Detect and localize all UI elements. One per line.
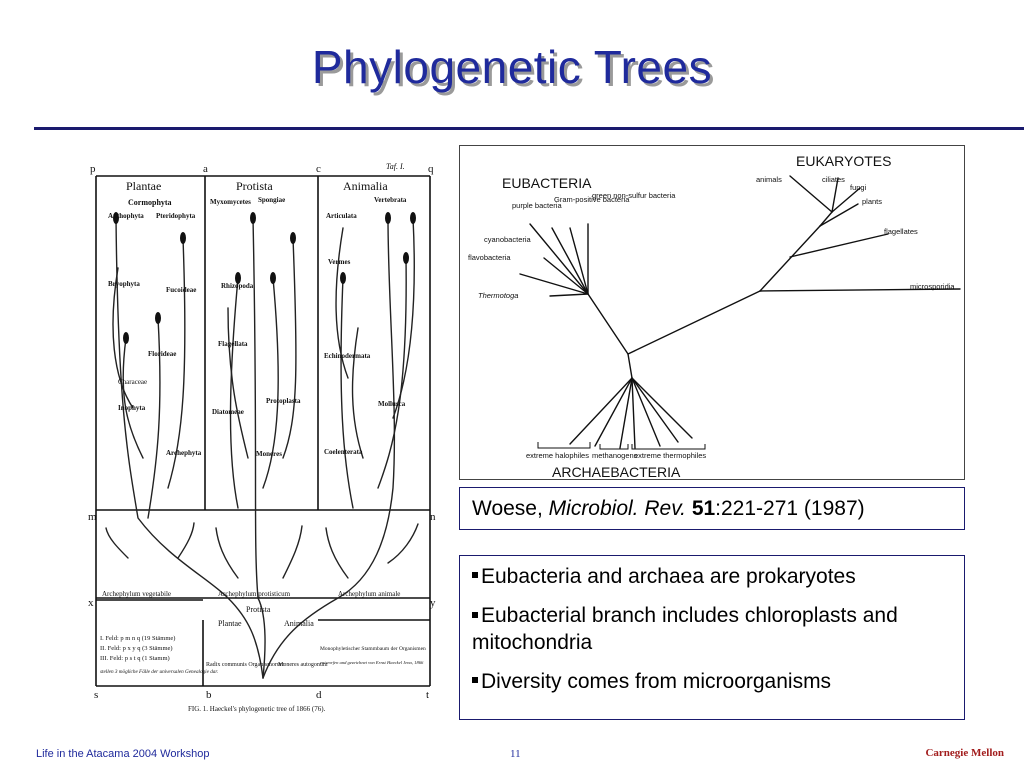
haeckel-caption: FIG. 1. Haeckel's phylogenetic tree of 1… — [188, 705, 326, 713]
bullet-item: Diversity comes from microorganisms — [472, 669, 954, 695]
haeckel-group-characeae: Characeae — [118, 378, 147, 386]
haeckel-kingdom-animalia: Animalia — [343, 179, 388, 193]
haeckel-kingdom-protista: Protista — [236, 179, 273, 193]
haeckel-corner-d: d — [316, 689, 322, 701]
haeckel-corner-a: a — [203, 163, 208, 175]
woese-taxon-methanogens: methanogens — [592, 451, 638, 460]
woese-taxon-thermotoga: Thermotoga — [478, 291, 518, 300]
haeckel-group-bryophyta: Bryophyta — [108, 280, 140, 288]
haeckel-lower-plantae: Plantae — [218, 619, 242, 628]
bullet-item: Eubacteria and archaea are prokaryotes — [472, 564, 954, 590]
haeckel-corner-q: q — [428, 163, 434, 175]
haeckel-legend-line-1: I. Feld: p m n q (19 Stämme) — [100, 635, 175, 642]
haeckel-radix: Radix communis Organismorum — [206, 662, 285, 668]
bullet-item: Eubacterial branch includes chloroplasts… — [472, 603, 954, 656]
citation-volume: 51 — [691, 497, 716, 520]
haeckel-lower-animalia: Animalia — [284, 619, 314, 628]
haeckel-group-myxomycetes: Myxomycetes — [210, 198, 251, 206]
haeckel-tafel: Taf. I. — [386, 162, 405, 171]
woese-taxon-green-non-sulfur: green non-sulfur bacteria — [592, 191, 676, 200]
haeckel-moneres-root: Moneres autogonum — [278, 662, 328, 668]
haeckel-group-diatomeae: Diatomeae — [212, 408, 244, 416]
woese-taxon-cyanobacteria: cyanobacteria — [484, 235, 532, 244]
haeckel-corner-x: x — [88, 597, 94, 609]
bullet-text: Eubacteria and archaea are prokaryotes — [481, 565, 856, 588]
citation-author: Woese, — [472, 497, 549, 520]
haeckel-group-vermes: Vermes — [328, 258, 351, 266]
haeckel-tree-figure: p a c q m n x y s b d t Taf. I. Plantae … — [88, 162, 436, 713]
haeckel-corner-t: t — [426, 689, 429, 701]
haeckel-lower-protista: Protista — [246, 605, 271, 614]
woese-domain-eubacteria: EUBACTERIA — [502, 175, 592, 191]
haeckel-mono-title: Monophyletischer Stammbaum der Organisme… — [320, 646, 426, 652]
haeckel-legend-note: stellen 3 mögliche Fälle der universalen… — [100, 669, 218, 675]
footer-institution: Carnegie Mellon — [925, 747, 1004, 759]
citation-pages: :221-271 (1987) — [715, 497, 865, 520]
woese-taxon-flagellates: flagellates — [884, 227, 918, 236]
haeckel-group-spongiae: Spongiae — [258, 196, 285, 204]
square-bullet-icon — [472, 572, 478, 579]
haeckel-group-moneres: Moneres — [256, 450, 282, 458]
square-bullet-icon — [472, 677, 478, 684]
citation-box: Woese, Microbiol. Rev. 51:221-271 (1987) — [459, 487, 965, 530]
woese-taxon-gram-positive: Gram-positive bacteria — [554, 195, 630, 204]
haeckel-group-pteridophyta: Pteridophyta — [156, 212, 196, 220]
haeckel-kingdom-plantae: Plantae — [126, 179, 161, 193]
square-bullet-icon — [472, 611, 478, 618]
footer-page-number: 11 — [510, 748, 521, 760]
haeckel-group-echinodermata: Echinodermata — [324, 352, 371, 360]
bullet-text: Eubacterial branch includes chloroplasts… — [472, 604, 898, 654]
woese-tree-figure: EUBACTERIA EUKARYOTES ARCHAEBACTERIA pur… — [459, 145, 965, 480]
bullet-text: Diversity comes from microorganisms — [481, 669, 832, 693]
haeckel-legend-line-2: II. Feld: p x y q (3 Stämme) — [100, 645, 173, 652]
woese-taxon-animals: animals — [756, 175, 782, 184]
haeckel-group-rhizopoda: Rhizopoda — [221, 282, 254, 290]
haeckel-group-anthophyta: Anthophyta — [108, 212, 144, 220]
haeckel-mono-author: entworfen und gezeichnet von Ernst Haeck… — [320, 660, 424, 666]
haeckel-group-vertebrata: Vertebrata — [374, 196, 407, 204]
slide-title: Phylogenetic Trees — [311, 41, 713, 93]
haeckel-group-archephyta: Archephyta — [166, 449, 202, 457]
woese-taxon-microsporidia: microsporidia — [910, 282, 955, 291]
haeckel-group-florideae: Florideae — [148, 350, 176, 358]
woese-taxon-plants: plants — [862, 197, 882, 206]
haeckel-group-protoplasta: Protoplasta — [266, 397, 301, 405]
woese-taxon-flavobacteria: flavobacteria — [468, 253, 511, 262]
haeckel-stem-vegetabile: Archephylum vegetabile — [102, 590, 171, 598]
haeckel-corner-b: b — [206, 689, 212, 701]
haeckel-corner-c: c — [316, 163, 321, 175]
woese-domain-archaebacteria: ARCHAEBACTERIA — [552, 464, 681, 479]
haeckel-group-mollusca: Mollusca — [378, 400, 406, 408]
woese-taxon-extreme-halophiles: extreme halophiles — [526, 451, 589, 460]
haeckel-corner-m: m — [88, 511, 97, 523]
woese-taxon-fungi: fungi — [850, 183, 867, 192]
haeckel-group-cormophyta: Cormophyta — [128, 198, 172, 207]
title-divider — [34, 127, 1024, 130]
haeckel-corner-s: s — [94, 689, 98, 701]
haeckel-group-coelenterata: Coelenterata — [324, 448, 363, 456]
haeckel-group-articulata: Articulata — [326, 212, 357, 220]
woese-taxon-ciliates: ciliates — [822, 175, 845, 184]
footer-workshop: Life in the Atacama 2004 Workshop — [36, 748, 210, 760]
haeckel-group-flagellata: Flagellata — [218, 340, 248, 348]
bullet-box: Eubacteria and archaea are prokaryotes E… — [459, 555, 965, 720]
citation-journal: Microbiol. Rev. — [548, 497, 686, 520]
woese-domain-eukaryotes: EUKARYOTES — [796, 153, 891, 169]
woese-taxon-purple-bacteria: purple bacteria — [512, 201, 562, 210]
haeckel-corner-y: y — [430, 597, 436, 609]
haeckel-corner-n: n — [430, 511, 436, 523]
haeckel-group-inophyta: Inophyta — [118, 404, 146, 412]
woese-taxon-extreme-thermophiles: extreme thermophiles — [634, 451, 706, 460]
haeckel-stem-protisticum: Archephylum protisticum — [218, 590, 291, 598]
haeckel-legend-line-3: III. Feld: p s t q (1 Stamm) — [100, 655, 170, 662]
woese-tree-svg: EUBACTERIA EUKARYOTES ARCHAEBACTERIA pur… — [468, 153, 961, 479]
haeckel-stem-animale: Archephylum animale — [338, 590, 400, 598]
haeckel-group-fucoideae: Fucoideae — [166, 286, 196, 294]
haeckel-corner-p: p — [90, 163, 96, 175]
